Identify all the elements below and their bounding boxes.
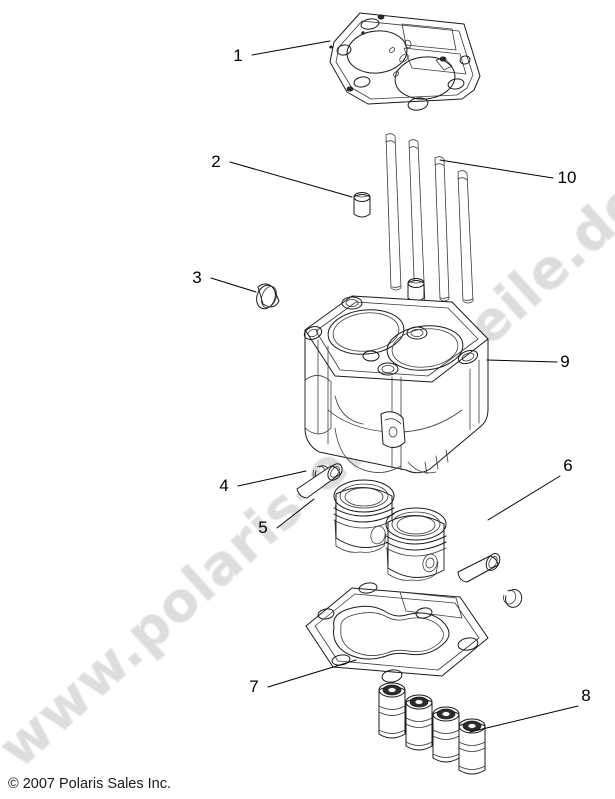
callout-3-number: 3 bbox=[192, 268, 201, 287]
callout-5[interactable]: 5 bbox=[258, 498, 315, 537]
lifter-3 bbox=[432, 706, 460, 763]
callout-5-number: 5 bbox=[258, 518, 267, 537]
callout-9-number: 9 bbox=[560, 352, 569, 371]
part-2-dowel-pins bbox=[353, 192, 425, 302]
callout-8[interactable]: 8 bbox=[469, 686, 591, 733]
part-8-hydraulic-valve-lifters bbox=[378, 682, 486, 775]
part-1-cylinder-head-gasket bbox=[329, 12, 481, 111]
callout-1-number: 1 bbox=[233, 46, 242, 65]
callout-4-number: 4 bbox=[219, 476, 228, 495]
callout-2-number: 2 bbox=[211, 152, 220, 171]
callout-5-leader bbox=[276, 498, 315, 529]
callout-9[interactable]: 9 bbox=[486, 352, 570, 371]
lifter-4 bbox=[458, 718, 486, 775]
piston-right bbox=[385, 507, 447, 581]
callout-10[interactable]: 10 bbox=[439, 159, 577, 187]
callout-8-number: 8 bbox=[581, 686, 590, 705]
callout-1[interactable]: 1 bbox=[233, 40, 331, 65]
part-6-pistons bbox=[333, 479, 447, 581]
part-9-cylinder-block bbox=[303, 295, 489, 475]
callout-2-leader bbox=[229, 161, 353, 198]
part-5-piston-pins bbox=[296, 463, 501, 583]
callout-3-leader bbox=[210, 277, 257, 293]
part-7-cylinder-base-gasket bbox=[305, 582, 489, 683]
callout-7-number: 7 bbox=[249, 677, 258, 696]
part-10-cylinder-head-studs bbox=[385, 133, 474, 308]
callout-6[interactable]: 6 bbox=[487, 456, 573, 521]
callout-10-number: 10 bbox=[558, 168, 577, 187]
callout-6-leader bbox=[487, 475, 561, 521]
callout-4[interactable]: 4 bbox=[219, 470, 307, 495]
callout-6-number: 6 bbox=[563, 456, 572, 475]
part-2-dowel-pin-lower bbox=[407, 278, 425, 302]
callout-8-leader bbox=[469, 705, 579, 733]
callout-10-leader bbox=[439, 159, 554, 179]
lifter-2 bbox=[405, 694, 433, 751]
copyright-notice: © 2007 Polaris Sales Inc. bbox=[8, 776, 172, 792]
lifter-1 bbox=[378, 682, 406, 739]
callout-2[interactable]: 2 bbox=[211, 152, 353, 198]
callout-3[interactable]: 3 bbox=[192, 268, 257, 293]
callout-7[interactable]: 7 bbox=[249, 659, 357, 696]
callout-7-leader bbox=[267, 659, 357, 688]
callout-9-leader bbox=[486, 359, 558, 363]
callout-1-leader bbox=[251, 40, 331, 56]
callout-4-leader bbox=[237, 470, 307, 487]
part-3-plug-cap bbox=[256, 283, 280, 310]
